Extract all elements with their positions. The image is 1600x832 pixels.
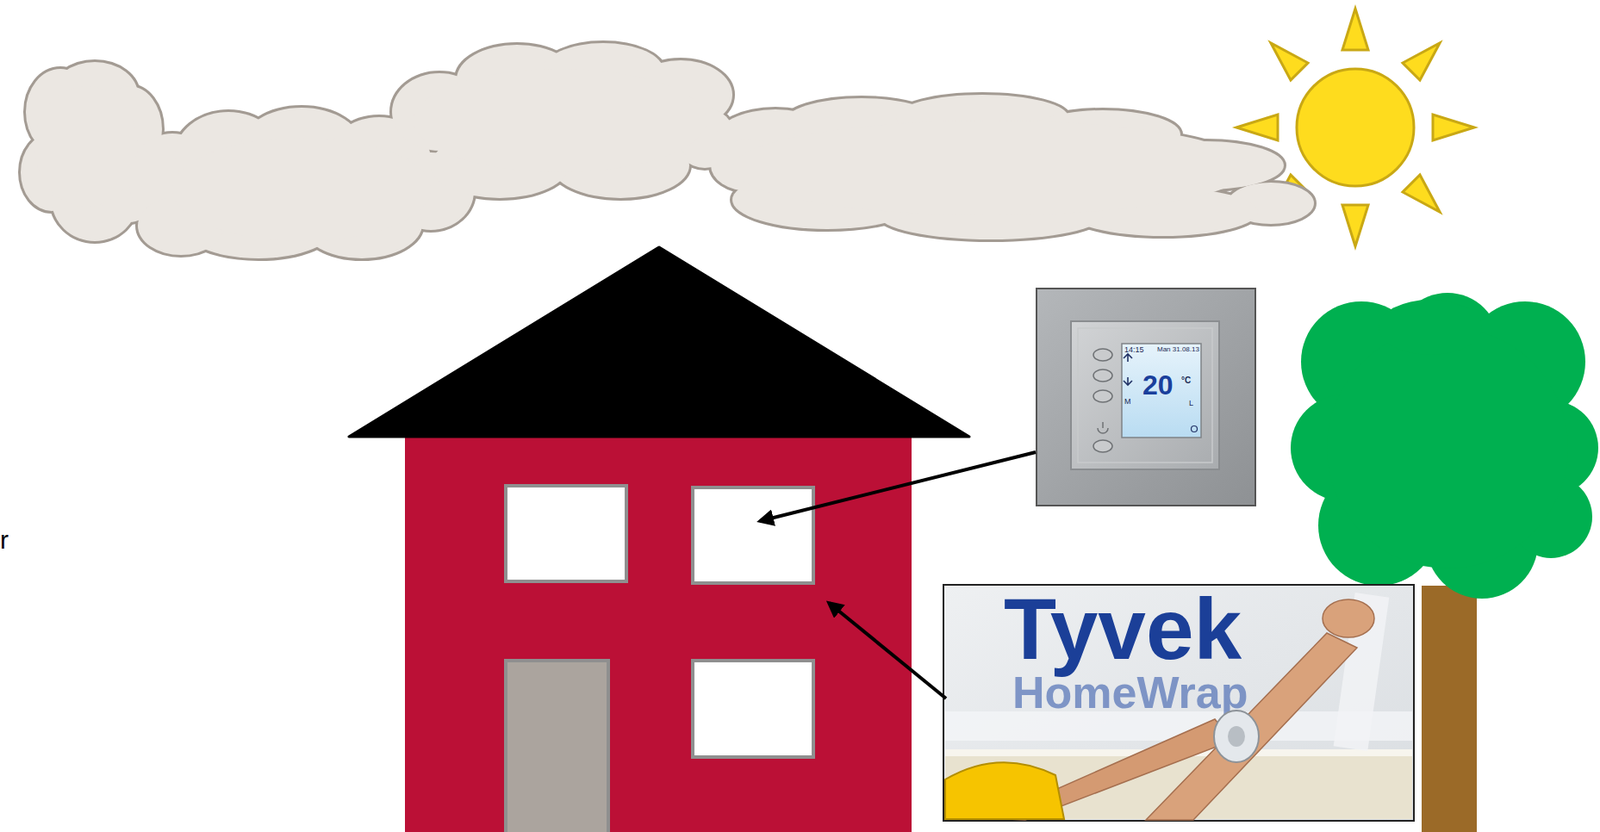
cloud-group: [20, 43, 1314, 259]
temperature-reading: 20: [1142, 371, 1174, 399]
unit-label: °C: [1181, 376, 1191, 386]
clock-reading: 14:15: [1124, 346, 1145, 355]
worker-arms: [945, 599, 1375, 821]
date-reading: Man 31.08.13: [1157, 346, 1200, 354]
product-print: HomeWrap: [1012, 670, 1249, 716]
slide-fragment: r: [0, 527, 9, 554]
leader-arrows: [759, 452, 1036, 699]
thermostat-photo: [1036, 288, 1256, 506]
brand-print: Tyvek: [1003, 585, 1242, 673]
mode-label: L: [1189, 399, 1194, 408]
mode-label: M: [1124, 398, 1132, 406]
housewrap-photo: [943, 585, 1414, 822]
house: [348, 247, 970, 832]
